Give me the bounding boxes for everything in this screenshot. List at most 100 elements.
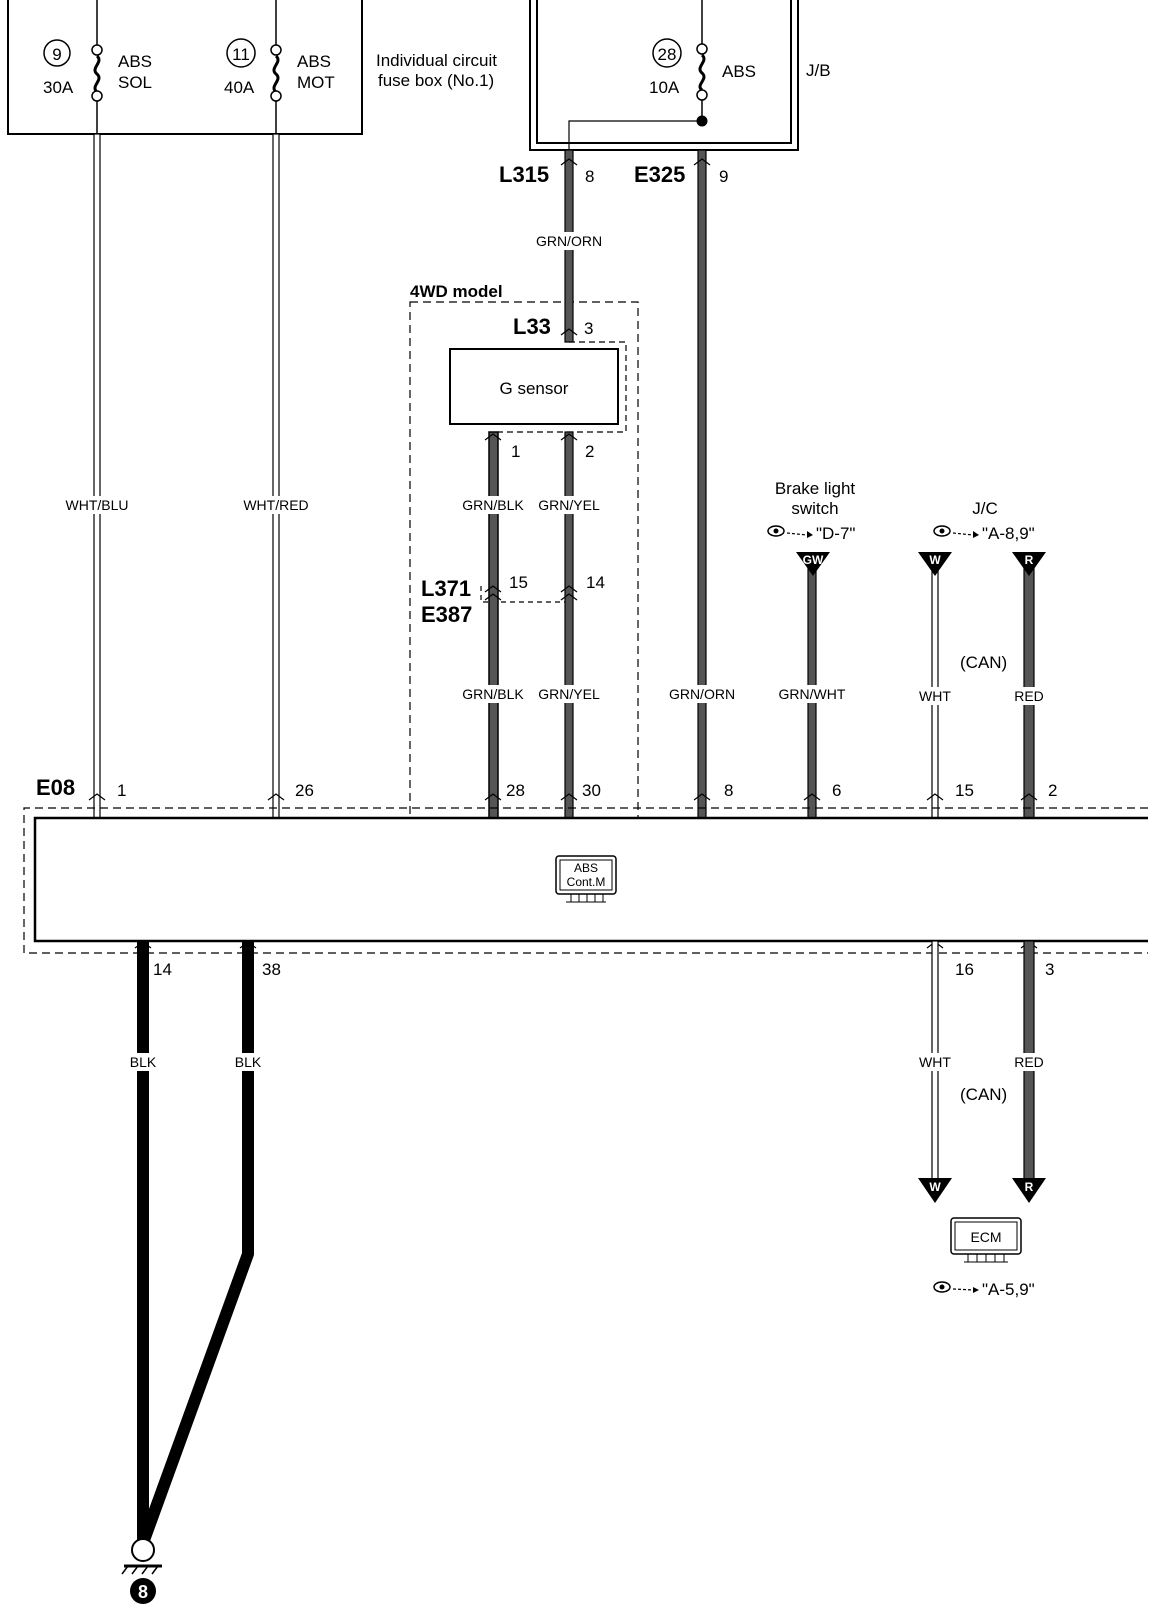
eye-icon — [933, 1281, 951, 1293]
wire-tag-r-icon — [1012, 552, 1046, 576]
wire-wht-blu — [93, 133, 101, 819]
brake-switch-label-1: Brake light — [775, 479, 856, 498]
g-sensor-box — [449, 348, 619, 425]
e08-pin-2: 2 — [1048, 781, 1057, 800]
e08-pin-28: 28 — [506, 781, 525, 800]
fuse-9-name-2: SOL — [118, 73, 152, 92]
wire-blk-2 — [137, 941, 254, 1546]
fuse-terminal-icon — [91, 90, 103, 102]
wire-wht-red — [272, 133, 280, 819]
ground-number-badge — [130, 1578, 156, 1604]
wire-grn-blk — [488, 431, 499, 819]
junction-block: J/B 28 10A ABS — [529, 0, 831, 151]
fuse-11-name-1: ABS — [297, 52, 331, 71]
e08-pin-30: 30 — [582, 781, 601, 800]
wire-grn-yel — [564, 431, 574, 819]
e08-pin-14: 14 — [153, 960, 172, 979]
label-grn-orn-2: GRN/ORN — [669, 686, 735, 702]
fuse-28-number: 28 — [658, 45, 677, 64]
ecm-label: ECM — [970, 1229, 1001, 1245]
brake-light-switch-ref: Brake light switch "D-7" GW — [767, 479, 856, 576]
g-sensor: G sensor — [449, 341, 627, 433]
e08-pin-1: 1 — [117, 781, 126, 800]
eye-icon — [767, 525, 785, 537]
e08-pin-3: 3 — [1045, 960, 1054, 979]
arrow-icon — [973, 1287, 979, 1293]
ground-number: 8 — [138, 1582, 148, 1602]
label-grn-blk-2: GRN/BLK — [462, 686, 524, 702]
e08-bottom-pin-labels: 14 38 16 3 — [153, 960, 1054, 979]
wire-tag-gw: GW — [803, 553, 824, 567]
g-sensor-pin-1: 1 — [511, 442, 520, 461]
label-can-top: (CAN) — [960, 653, 1007, 672]
jc-ref-text: "A-8,9" — [982, 524, 1035, 543]
fuse-terminal-icon — [270, 90, 282, 102]
connector-e08: E08 — [36, 775, 75, 800]
eye-icon — [933, 525, 951, 537]
label-wht-bottom: WHT — [919, 1054, 951, 1070]
ecm-ref-text: "A-5,9" — [982, 1280, 1035, 1299]
ground-point: 8 — [121, 1538, 162, 1604]
wire-tag-w-icon — [918, 552, 952, 576]
wire-labels-upper: WHT/BLU WHT/RED GRN/ORN GRN/BLK GRN/YEL … — [58, 232, 1049, 705]
wire-grn-orn-e325 — [697, 149, 707, 819]
fuse-11: 11 40A ABS MOT — [224, 0, 335, 134]
ground-terminal-icon — [131, 1538, 155, 1562]
fuse-element-icon — [272, 54, 280, 94]
label-wht-top: WHT — [919, 688, 951, 704]
e08-pin-15: 15 — [955, 781, 974, 800]
label-grn-orn-1: GRN/ORN — [536, 233, 602, 249]
e08-pin-6: 6 — [832, 781, 841, 800]
g-sensor-label: G sensor — [500, 379, 569, 398]
fuse-terminal-icon — [270, 44, 282, 56]
connector-l315: L315 — [499, 162, 549, 187]
fuse-9-number: 9 — [52, 45, 61, 64]
e08-pin-labels: 1 26 28 30 8 6 15 2 — [117, 781, 1057, 800]
wire-tag-r-icon — [1012, 1178, 1046, 1203]
ecm-ref: W R ECM "A-5,9" — [918, 1178, 1046, 1299]
fuse-element-icon — [93, 54, 101, 94]
abs-module-icon: ABS Cont.M — [555, 855, 617, 903]
fuse-9: 9 30A ABS SOL — [43, 0, 152, 134]
fuse-11-name-2: MOT — [297, 73, 335, 92]
wire-tag-w-icon — [918, 1178, 952, 1203]
label-blk-1: BLK — [130, 1054, 157, 1070]
jc-ref: J/C "A-8,9" W R — [918, 499, 1046, 576]
connector-e387: E387 — [421, 602, 472, 627]
jb-label: J/B — [806, 61, 831, 80]
fuse-terminal-icon — [696, 89, 708, 101]
arrow-icon — [807, 531, 813, 538]
label-red-bottom: RED — [1014, 1054, 1044, 1070]
fuse-terminal-icon — [91, 44, 103, 56]
connector-l371-pin-15: 15 — [509, 573, 528, 592]
fuse-box: Individual circuit fuse box (No.1) — [7, 0, 497, 135]
fuse-box-label-1: Individual circuit — [376, 51, 497, 70]
ecm-tag-w: W — [929, 1180, 941, 1194]
connector-l315-pin: 8 — [585, 167, 594, 186]
label-grn-wht: GRN/WHT — [779, 686, 846, 702]
fuse-11-rating: 40A — [224, 78, 255, 97]
fuse-28-rating: 10A — [649, 78, 680, 97]
label-blk-2: BLK — [235, 1054, 262, 1070]
e08-pin-26: 26 — [295, 781, 314, 800]
e08-pin-16: 16 — [955, 960, 974, 979]
group-4wd-label: 4WD model — [410, 282, 503, 301]
e08-pin-8: 8 — [724, 781, 733, 800]
wires-lower — [137, 940, 1035, 1546]
label-wht-blu: WHT/BLU — [66, 497, 129, 513]
wire-tag-w: W — [929, 553, 941, 567]
wire-tag-r: R — [1025, 553, 1034, 567]
ecm-icon: ECM — [950, 1217, 1022, 1263]
jc-label: J/C — [972, 499, 998, 518]
connector-l33: L33 — [513, 314, 551, 339]
label-grn-yel-2: GRN/YEL — [538, 686, 600, 702]
arrow-icon — [973, 531, 979, 538]
fuse-terminal-icon — [696, 43, 708, 55]
fuse-element-icon — [698, 53, 706, 92]
label-grn-yel-1: GRN/YEL — [538, 497, 600, 513]
e08-pin-38: 38 — [262, 960, 281, 979]
connector-l371: L371 — [421, 576, 471, 601]
label-red-top: RED — [1014, 688, 1044, 704]
connector-e325: E325 — [634, 162, 685, 187]
